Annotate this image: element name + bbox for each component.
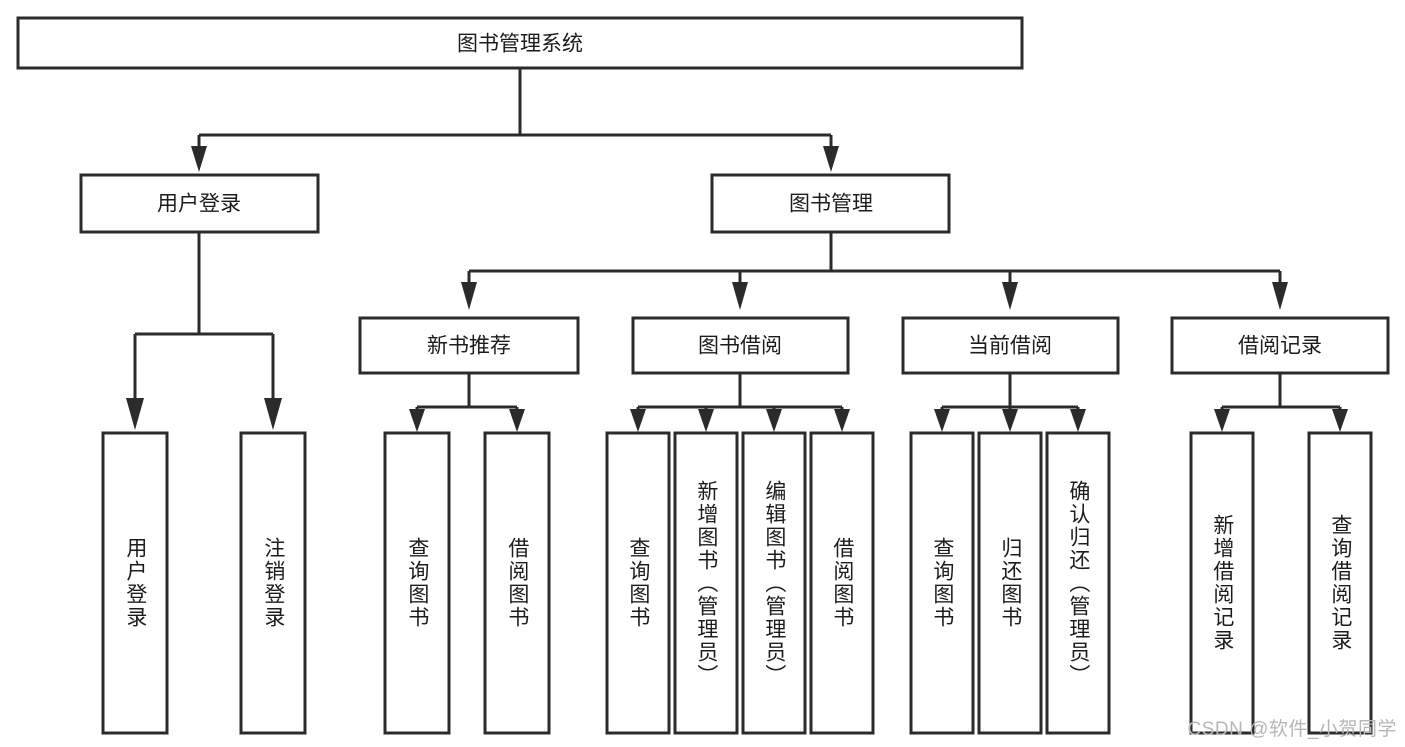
connector-currentborrow-to-leaves <box>934 373 1086 432</box>
node-user-login-label: 用户登录 <box>157 193 241 216</box>
leaf-node-return-book[interactable] <box>977 431 1043 735</box>
leaf-node-user-login[interactable] <box>101 431 169 735</box>
node-book-borrow-label: 图书借阅 <box>698 335 782 358</box>
connector-newbook-to-leaves <box>409 373 525 432</box>
node-root-system[interactable]: 图书管理系统 <box>16 16 1024 70</box>
node-book-borrow[interactable]: 图书借阅 <box>631 316 850 375</box>
leaf-node-confirm-return[interactable] <box>1045 431 1111 735</box>
csdn-watermark: CSDN @软件_小贺同学 <box>1187 719 1397 740</box>
node-current-borrow[interactable]: 当前借阅 <box>901 316 1120 375</box>
node-book-management[interactable]: 图书管理 <box>710 173 951 234</box>
connector-bookborrow-to-leaves <box>630 373 850 432</box>
node-user-login[interactable]: 用户登录 <box>79 173 320 234</box>
connector-bookmgmt-to-level3 <box>461 232 1288 310</box>
node-new-book-recommend-label: 新书推荐 <box>427 335 511 358</box>
leaf-node-logout-login[interactable] <box>239 431 307 735</box>
leaf-node-add-borrow-record[interactable] <box>1189 431 1255 735</box>
node-borrow-record[interactable]: 借阅记录 <box>1170 316 1390 375</box>
leaf-node-add-book[interactable] <box>673 431 739 735</box>
node-new-book-recommend[interactable]: 新书推荐 <box>358 316 580 375</box>
node-root-system-label: 图书管理系统 <box>457 33 583 56</box>
leaf-node-query-book-1[interactable] <box>383 431 451 735</box>
leaf-node-borrow-book-2[interactable] <box>809 431 875 735</box>
node-current-borrow-label: 当前借阅 <box>968 335 1052 358</box>
leaf-node-borrow-book-1[interactable] <box>483 431 551 735</box>
connector-borrowrecord-to-leaves <box>1214 373 1348 432</box>
leaf-node-query-book-2[interactable] <box>605 431 671 735</box>
leaf-node-edit-book[interactable] <box>741 431 807 735</box>
node-borrow-record-label: 借阅记录 <box>1238 335 1322 358</box>
connector-root-to-level2 <box>191 68 839 172</box>
leaf-node-query-borrow-record[interactable] <box>1307 431 1373 735</box>
leaf-node-query-book-3[interactable] <box>909 431 975 735</box>
node-book-management-label: 图书管理 <box>789 193 873 216</box>
connector-userlogin-to-leaves <box>126 232 282 430</box>
